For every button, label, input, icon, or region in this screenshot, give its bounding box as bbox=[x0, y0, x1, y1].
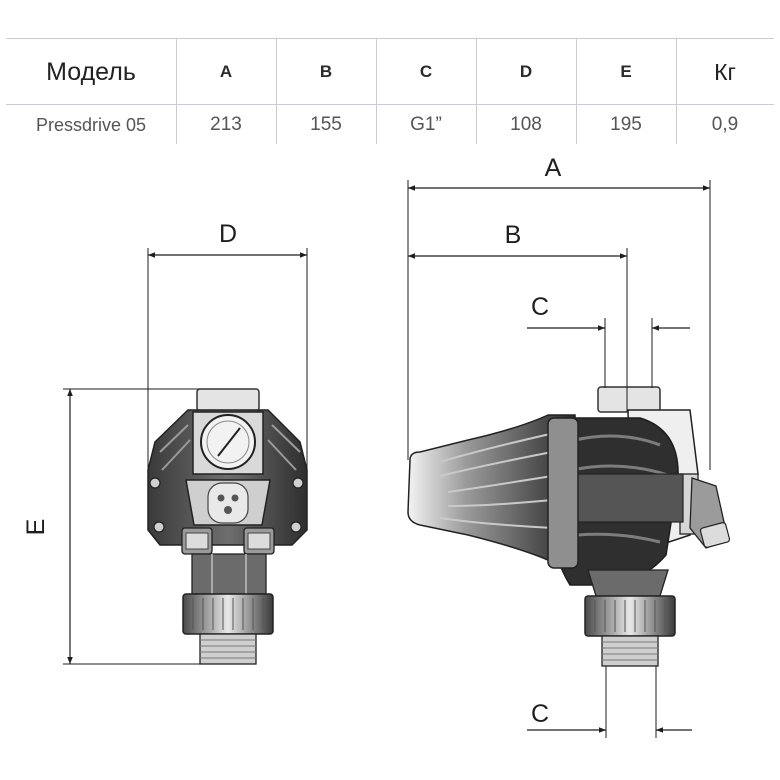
header-d: D bbox=[519, 62, 533, 81]
dim-a-label: A bbox=[545, 154, 562, 182]
dim-c-top-label: C bbox=[531, 293, 549, 321]
table-col-divider bbox=[476, 38, 477, 144]
table-col-divider bbox=[576, 38, 577, 144]
header-model: Модель bbox=[46, 57, 136, 86]
header-a: A bbox=[219, 62, 233, 81]
table-top-border bbox=[6, 38, 774, 39]
dim-b-label: B bbox=[505, 221, 522, 249]
side-view-pump bbox=[407, 386, 731, 667]
table-col-divider bbox=[676, 38, 677, 144]
header-c: C bbox=[419, 62, 433, 81]
table-col-divider bbox=[176, 38, 177, 144]
table-header-divider bbox=[6, 104, 774, 105]
header-b: B bbox=[319, 62, 333, 81]
dim-c-bottom-label: C bbox=[531, 700, 549, 728]
table-col-divider bbox=[276, 38, 277, 144]
cell-model: Pressdrive 05 bbox=[35, 114, 147, 135]
dim-e-label: E bbox=[22, 519, 50, 536]
cell-c: G1” bbox=[410, 114, 442, 135]
header-e: E bbox=[620, 62, 632, 81]
dim-d-label: D bbox=[219, 220, 237, 248]
front-view-pump bbox=[147, 388, 308, 665]
cell-e: 195 bbox=[610, 114, 642, 135]
cell-a: 213 bbox=[210, 114, 242, 135]
cell-d: 108 bbox=[510, 114, 542, 135]
spec-table: Модель A B C D E Кг Pressdrive 05 213 15… bbox=[0, 30, 780, 146]
cell-b: 155 bbox=[310, 114, 342, 135]
header-kg: Кг bbox=[714, 58, 736, 85]
cell-kg: 0,9 bbox=[711, 114, 739, 135]
table-col-divider bbox=[376, 38, 377, 144]
